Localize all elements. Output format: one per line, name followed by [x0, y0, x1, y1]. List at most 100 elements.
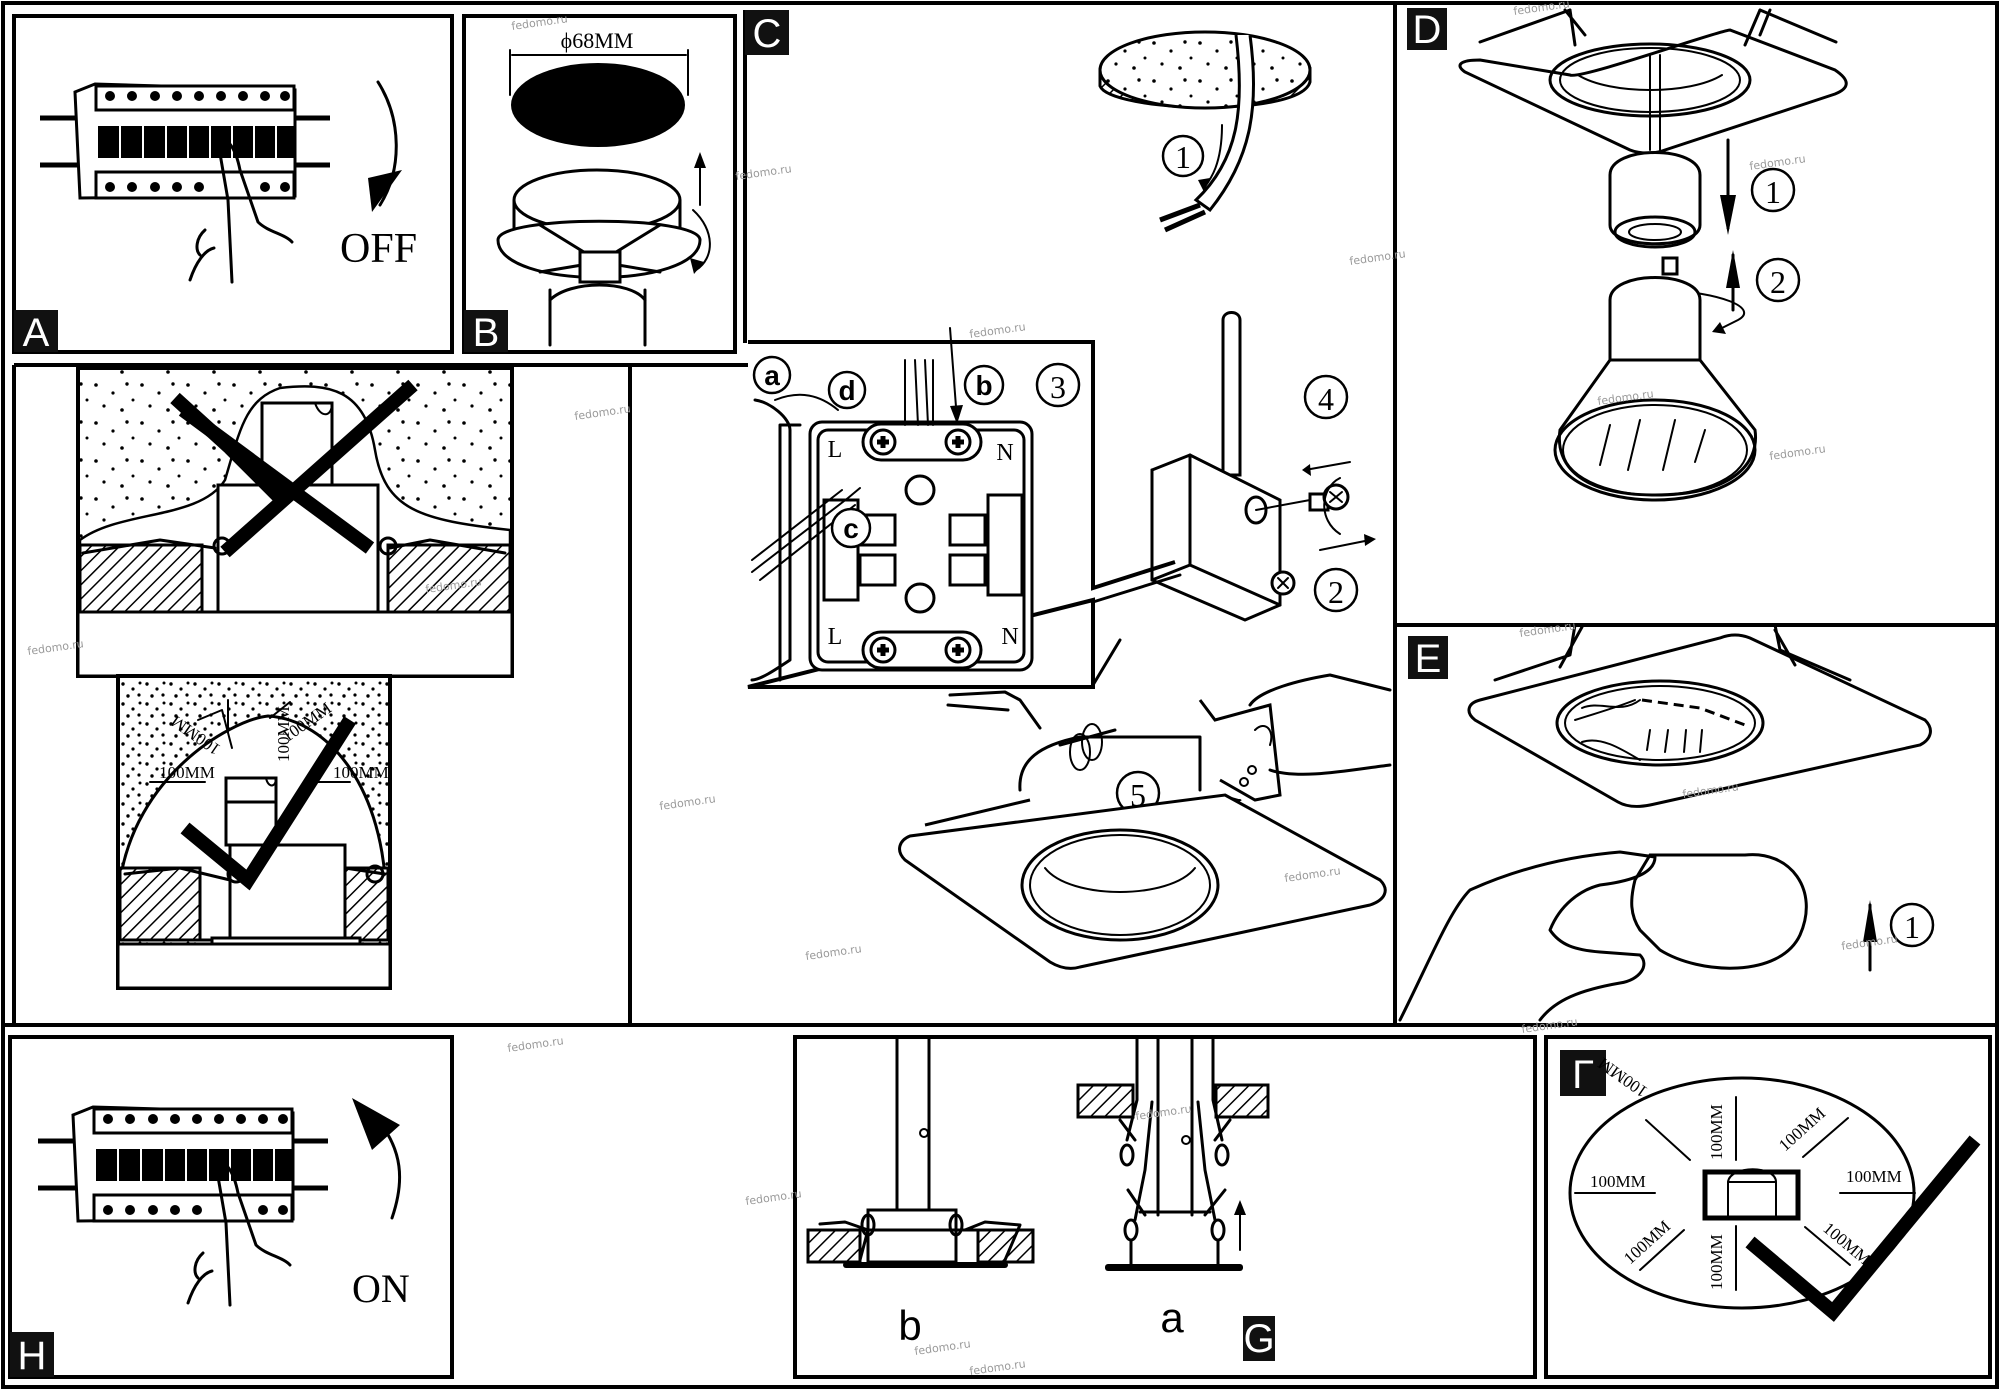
panel-e-badge	[1408, 636, 1448, 679]
panel-b: ϕ68MM B	[462, 14, 737, 355]
terminal-label-l-bottom: L	[828, 624, 843, 650]
panel-e-label: E	[1415, 637, 1442, 681]
spring-ring	[1630, 853, 1808, 970]
svg-text:fedomo.ru: fedomo.ru	[27, 637, 85, 658]
ge-distance-top: 100MM	[1707, 1104, 1726, 1160]
terminal-label-n-bottom: N	[1001, 624, 1018, 650]
wrong-installation	[76, 366, 514, 678]
terminal-label-l-top: L	[828, 437, 843, 463]
panel-h-label: H	[18, 1334, 47, 1378]
panel-b-badge	[464, 310, 508, 352]
installed-diagram-b: b	[806, 1037, 1035, 1349]
panel-d-badge	[1407, 8, 1447, 50]
switch-on-text: ON	[352, 1266, 410, 1311]
diagram-b-label: b	[898, 1302, 921, 1349]
distance-label-top: 100MM	[274, 706, 293, 762]
hand-illustration	[1398, 850, 1657, 1022]
svg-text:fedomo.ru: fedomo.ru	[1135, 1102, 1193, 1123]
cross-mark-icon	[178, 404, 375, 554]
correct-installation: 100MM 100MM 100MM 100MM 100MM	[116, 674, 392, 990]
panel-ge-label: Г	[1572, 1053, 1594, 1097]
ge-distance-left: 100MM	[1590, 1172, 1646, 1191]
panel-h-badge	[10, 1332, 54, 1377]
svg-text:5: 5	[1130, 777, 1146, 813]
svg-text:2: 2	[1770, 264, 1786, 300]
step-3-badge: 3	[1035, 362, 1081, 408]
callout-c: c	[830, 507, 872, 549]
svg-text:fedomo.ru: fedomo.ru	[914, 1337, 972, 1358]
terminal-label-n-top: N	[996, 440, 1013, 466]
panel-a-badge	[14, 310, 58, 352]
svg-text:d: d	[838, 375, 855, 406]
panel-h: ON H	[8, 1035, 454, 1379]
screw-icon-2	[1270, 570, 1296, 596]
panel-c-badge	[745, 10, 789, 55]
svg-text:3: 3	[1050, 369, 1066, 405]
svg-text:fedomo.ru: fedomo.ru	[805, 942, 863, 963]
panel-g: b a G	[793, 1035, 1537, 1379]
panel-e: E 1	[1398, 623, 1935, 1022]
panel-a: OFF A	[12, 14, 454, 355]
svg-text:2: 2	[1328, 574, 1344, 610]
callout-b: b	[963, 364, 1005, 406]
svg-text:c: c	[843, 513, 859, 544]
svg-text:fedomo.ru: fedomo.ru	[1349, 247, 1407, 268]
panel-d-label: D	[1413, 8, 1442, 52]
svg-text:fedomo.ru: fedomo.ru	[1769, 442, 1827, 463]
ge-distance-right: 100MM	[1846, 1167, 1902, 1186]
svg-text:4: 4	[1318, 381, 1334, 417]
breaker-panel-illustration	[40, 82, 330, 284]
svg-text:a: a	[764, 360, 780, 391]
svg-text:fedomo.ru: fedomo.ru	[574, 402, 632, 423]
panel-ge: Г 100MM 100MM 100MM 100MM 100MM 100MM 10…	[1544, 1035, 1992, 1379]
svg-text:fedomo.ru: fedomo.ru	[507, 1034, 565, 1055]
svg-text:fedomo.ru: fedomo.ru	[969, 1357, 1027, 1378]
step-4-badge: 4	[1303, 374, 1349, 420]
square-trim	[898, 793, 1387, 970]
switch-off-text: OFF	[340, 226, 417, 272]
panel-d: D 1 2	[1395, 8, 1997, 627]
svg-text:1: 1	[1904, 909, 1920, 945]
terminal-screws	[869, 428, 972, 664]
clearance-panel: 100MM 100MM 100MM 100MM 100MM	[76, 366, 514, 990]
check-mark-icon	[180, 716, 356, 891]
panel-b-label: B	[473, 311, 500, 355]
panel-c: C 1	[12, 3, 1397, 1025]
distance-label-right: 100MM	[333, 763, 389, 782]
diagram-a-label: a	[1160, 1294, 1184, 1341]
panel-c-label: C	[753, 12, 782, 56]
svg-text:fedomo.ru: fedomo.ru	[969, 320, 1027, 341]
cut-disc	[511, 63, 685, 147]
svg-text:b: b	[975, 370, 992, 401]
ge-distance-top-right: 100MM	[1775, 1104, 1829, 1155]
panel-ge-badge	[1560, 1050, 1606, 1096]
panel-g-badge	[1243, 1316, 1275, 1361]
lamp-socket	[1608, 151, 1702, 246]
diameter-text: ϕ68MM	[561, 28, 634, 53]
svg-text:fedomo.ru: fedomo.ru	[1521, 1015, 1579, 1036]
terminal-block	[808, 420, 1034, 672]
svg-text:fedomo.ru: fedomo.ru	[659, 792, 717, 813]
e-step-1-badge: 1	[1889, 902, 1935, 948]
panel-g-label: G	[1243, 1317, 1274, 1361]
fixture-top-view	[1702, 1169, 1801, 1221]
callout-a: a	[752, 355, 792, 395]
gu10-bulb	[1608, 276, 1702, 362]
square-trim-e	[1467, 633, 1932, 808]
step-2-badge: 2	[1313, 567, 1359, 613]
rotate-arrow-icon	[692, 209, 711, 271]
inserting-diagram-a: a	[1076, 1037, 1270, 1341]
svg-text:1: 1	[1175, 139, 1191, 175]
panel-a-label: A	[23, 311, 50, 355]
ge-distance-bottom: 100MM	[1707, 1234, 1726, 1290]
rotate-down-arrow-icon	[376, 80, 398, 207]
svg-text:1: 1	[1765, 174, 1781, 210]
ge-distance-bottom-left: 100MM	[1620, 1217, 1674, 1268]
callout-d: d	[827, 370, 867, 410]
distance-label-left: 100MM	[159, 763, 215, 782]
step-1-badge: 1	[1161, 134, 1205, 178]
d-step-2-badge: 2	[1755, 257, 1801, 303]
d-step-1-badge: 1	[1750, 167, 1796, 213]
